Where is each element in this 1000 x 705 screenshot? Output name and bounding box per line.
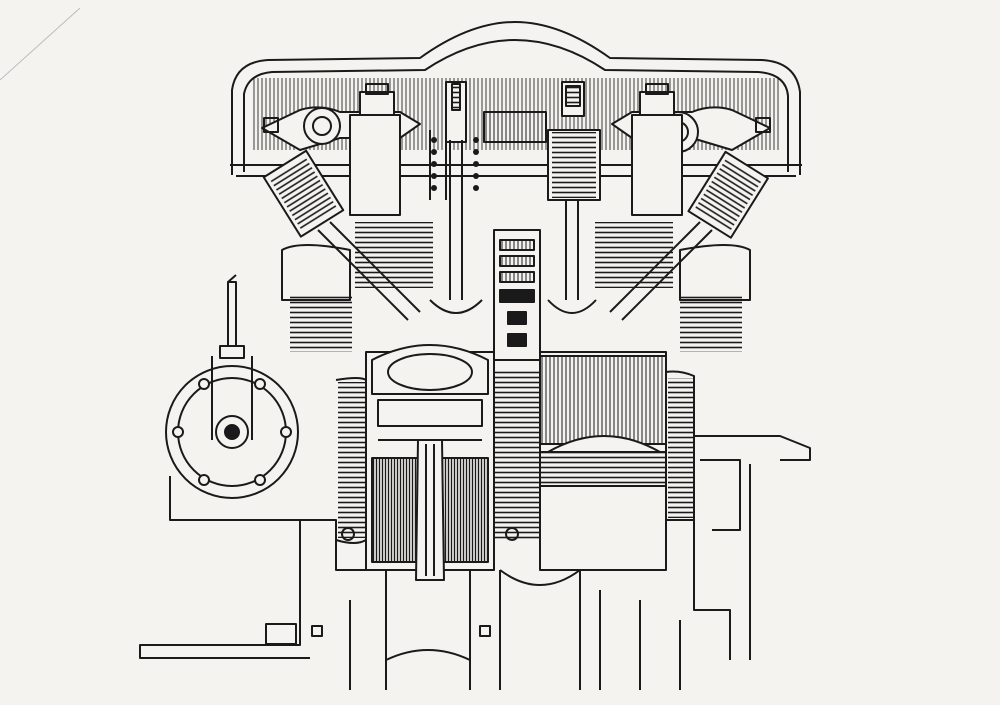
magneto-drum: [165, 274, 299, 499]
cylinder-left: [335, 351, 495, 571]
crankcase: [139, 435, 811, 690]
head-fins-left: [281, 222, 433, 352]
valve-spring-center-left: [429, 81, 479, 200]
valve-spring-center-horizontal: [483, 111, 547, 143]
center-oil-passage: [493, 229, 541, 361]
connecting-rod-left: [415, 439, 445, 581]
valve-stem-center-left: [429, 140, 483, 314]
piston-right: [539, 355, 667, 487]
head-fins-right: [595, 222, 751, 352]
cylinder-fins-center: [493, 370, 541, 560]
valve-spring-left: [262, 149, 345, 238]
rocker-pedestal-right: [631, 114, 683, 216]
valve-spring-center-right: [547, 81, 601, 201]
head-bolts: [263, 117, 771, 541]
rocker-pedestal-left: [349, 114, 401, 216]
valve-stem-center-right: [547, 200, 597, 314]
paper-fold-line: [0, 7, 81, 81]
valve-spring-right: [687, 150, 769, 239]
rocker-cover: [230, 21, 802, 177]
